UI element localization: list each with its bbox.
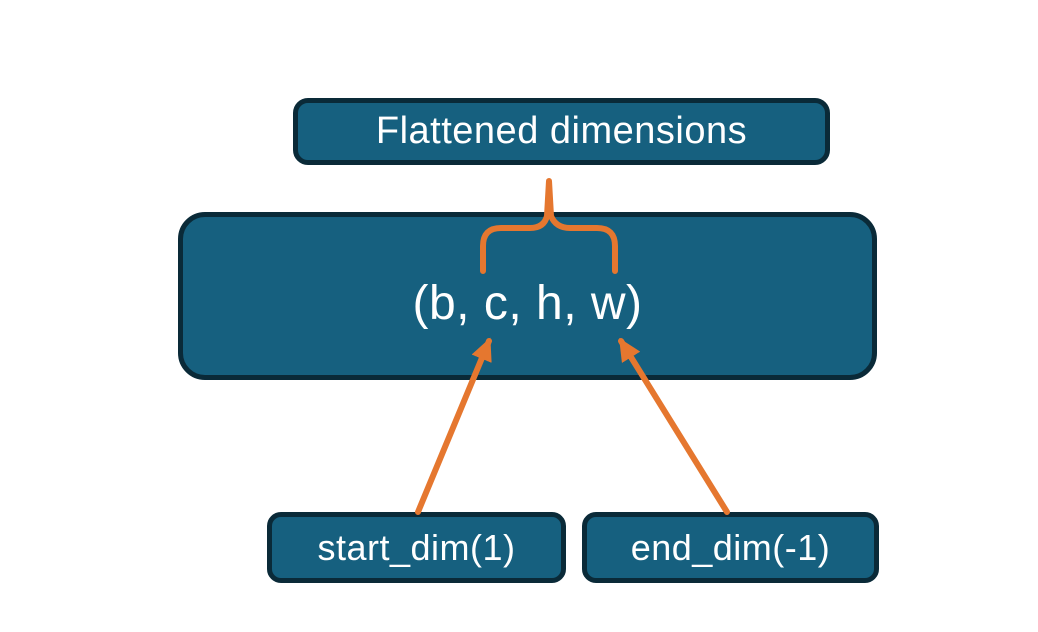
flattened-dimensions-label: Flattened dimensions [375,110,748,152]
end-dim-label: end_dim(-1) [630,526,831,568]
start-dim-box: start_dim(1) [267,512,566,583]
tensor-shape-label: (b, c, h, w) [412,276,643,330]
flattened-dimensions-box: Flattened dimensions [293,98,830,165]
end-dim-box: end_dim(-1) [582,512,879,583]
tensor-shape-box: (b, c, h, w) [178,212,877,380]
start-dim-label: start_dim(1) [317,526,516,568]
